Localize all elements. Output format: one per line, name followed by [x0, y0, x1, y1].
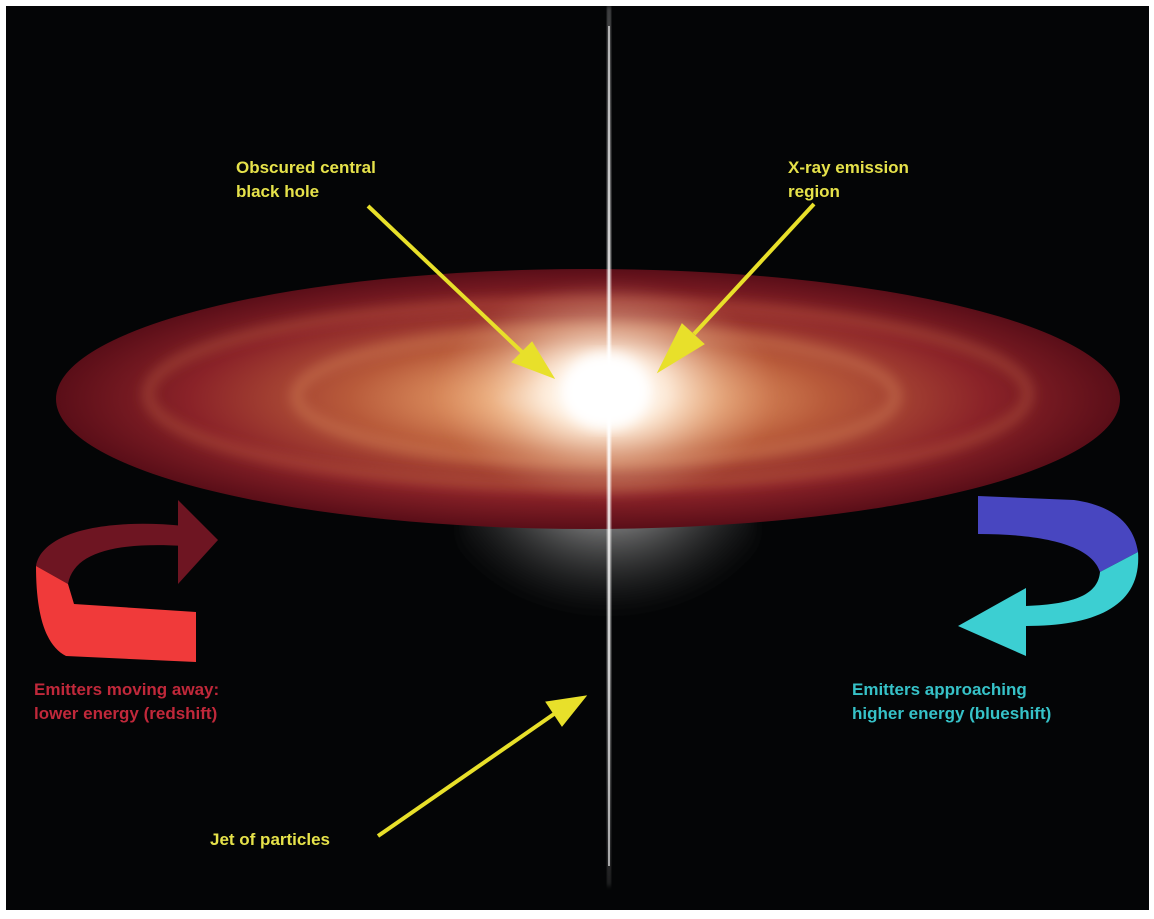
black-hole-pointer-head: [511, 341, 556, 379]
black-hole-pointer-line: [366, 204, 524, 354]
redshift-label: Emitters moving away: lower energy (reds…: [34, 678, 219, 726]
xray-label-line-2: region: [788, 182, 840, 201]
jet-label: Jet of particles: [210, 830, 330, 849]
redshift-label-line-1: Emitters moving away:: [34, 680, 220, 699]
redshift-label-line-2: lower energy (redshift): [34, 704, 218, 723]
blueshift-label-line-1: Emitters approaching: [852, 680, 1027, 699]
illustration-svg: [36, 6, 1139, 886]
xray-label: X-ray emission region: [788, 156, 909, 204]
accretion-disk-illustration: Obscured central black hole X-ray emissi…: [6, 6, 1149, 910]
black-hole-label-line-1: Obscured central: [236, 158, 376, 177]
black-hole-label: Obscured central black hole: [236, 156, 376, 204]
blueshift-label: Emitters approaching higher energy (blue…: [852, 678, 1051, 726]
black-hole-label-line-2: black hole: [236, 182, 320, 201]
jet-pointer-head: [545, 695, 588, 727]
xray-label-line-1: X-ray emission: [788, 158, 909, 177]
jet-pointer-line: [376, 712, 556, 838]
pointer-arrows: [366, 202, 816, 838]
xray-pointer-head: [656, 323, 705, 374]
redshift-rotation-arrow-icon: [36, 500, 218, 662]
particle-jet-core: [608, 26, 610, 866]
xray-pointer-line: [692, 202, 816, 336]
blueshift-label-line-2: higher energy (blueshift): [852, 704, 1052, 723]
core-bright: [561, 353, 651, 429]
blueshift-rotation-arrow-icon: [958, 496, 1139, 656]
